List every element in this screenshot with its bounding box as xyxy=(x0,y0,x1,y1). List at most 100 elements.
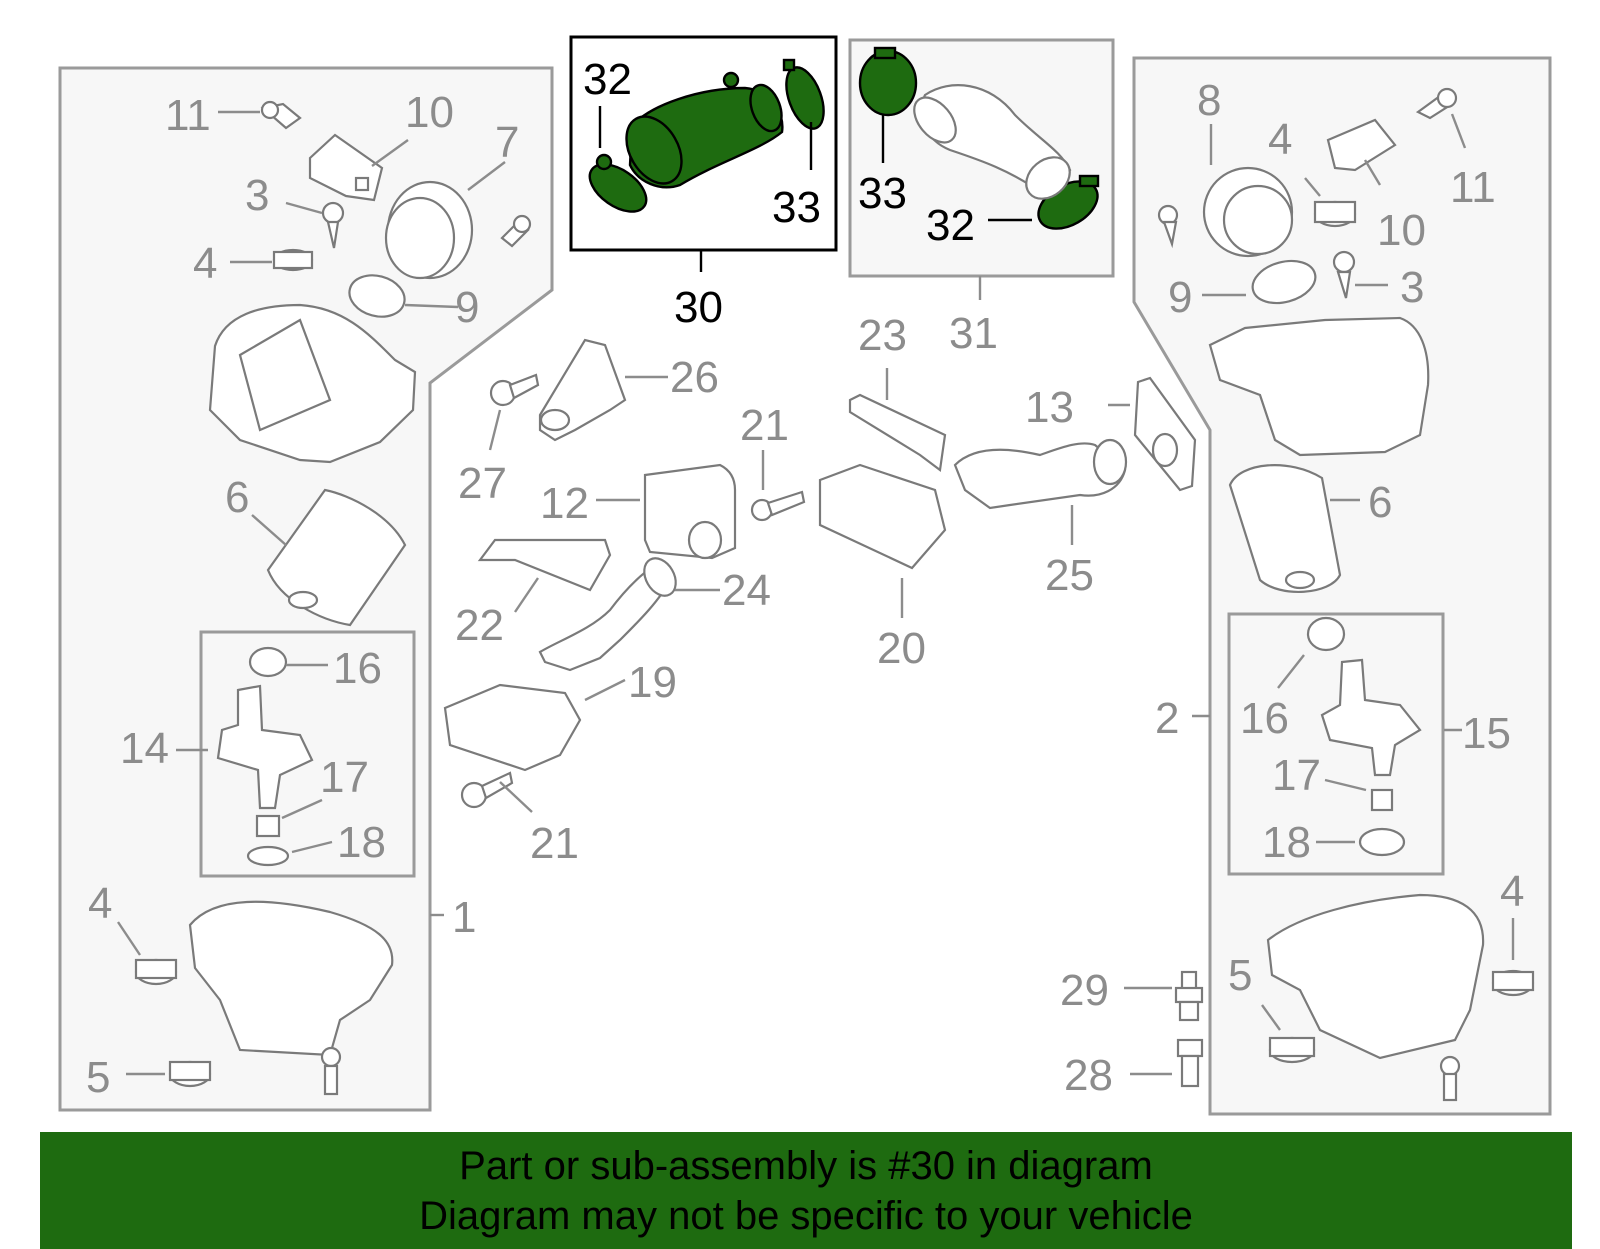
screw-3-left-icon xyxy=(321,201,345,249)
callout-2: 2 xyxy=(1155,694,1179,743)
callout-3-left: 3 xyxy=(245,171,269,220)
mass-airflow-8-icon xyxy=(1202,166,1294,258)
callout-10-left: 10 xyxy=(405,88,454,137)
banner-line-1: Part or sub-assembly is #30 in diagram xyxy=(459,1143,1153,1188)
hose-30-icon[interactable] xyxy=(615,71,787,193)
grommet-4-left-top-icon xyxy=(272,248,314,272)
airbox-lower-left-icon xyxy=(188,900,394,1057)
callout-17-right: 17 xyxy=(1272,751,1321,800)
cap-16-left-icon xyxy=(248,646,288,678)
grommet-5-right-icon xyxy=(1268,1036,1316,1064)
callout-17-left: 17 xyxy=(320,753,369,802)
screw-21-bottom-icon xyxy=(460,771,514,809)
screw-11-left-icon xyxy=(260,100,302,130)
screw-left-icon xyxy=(500,214,532,248)
grommet-5-left-icon xyxy=(168,1060,212,1088)
callout-29: 29 xyxy=(1060,966,1109,1015)
valve-14-icon xyxy=(216,684,314,810)
callout-28: 28 xyxy=(1064,1051,1113,1100)
callout-15: 15 xyxy=(1462,709,1511,758)
callout-21-bottom: 21 xyxy=(530,819,579,868)
callout-13: 13 xyxy=(1025,383,1074,432)
clamp-33-icon[interactable] xyxy=(779,58,831,134)
callout-16-right: 16 xyxy=(1240,694,1289,743)
callout-16-left: 16 xyxy=(333,644,382,693)
callout-1: 1 xyxy=(452,893,476,942)
callout-7: 7 xyxy=(495,118,519,167)
callout-32-box31: 32 xyxy=(926,201,975,250)
callout-4-left-top: 4 xyxy=(193,239,217,288)
callout-3-right: 3 xyxy=(1400,263,1424,312)
seal-13-icon xyxy=(1133,376,1197,492)
duct-25-icon xyxy=(953,438,1128,510)
airbox-cover-left-icon xyxy=(208,303,417,464)
screw-11-right-icon xyxy=(1415,87,1458,120)
callout-19: 19 xyxy=(628,658,677,707)
bolt-29-icon xyxy=(1174,970,1204,1022)
callout-33-box31: 33 xyxy=(858,169,907,218)
bracket-26-icon xyxy=(538,338,627,442)
info-banner: Part or sub-assembly is #30 in diagram D… xyxy=(40,1132,1572,1249)
oring-18-right-icon xyxy=(1358,827,1406,857)
grommet-4-right-bottom-icon xyxy=(1491,969,1535,997)
callout-22: 22 xyxy=(455,601,504,650)
screw-27-icon xyxy=(489,373,540,407)
filter-6-left-icon xyxy=(266,488,407,627)
banner-line-2: Diagram may not be specific to your vehi… xyxy=(419,1193,1193,1238)
airbox-lower-right-icon xyxy=(1266,893,1485,1060)
cap-16-right-icon xyxy=(1306,616,1346,652)
sensor-10-left-icon xyxy=(308,133,384,202)
callout-11-right: 11 xyxy=(1450,163,1496,212)
oring-18-left-icon xyxy=(246,845,290,867)
filter-6-right-icon xyxy=(1228,464,1342,593)
callout-24: 24 xyxy=(722,566,771,615)
bolt-right-icon xyxy=(1439,1055,1461,1102)
callout-33-highlighted: 33 xyxy=(772,183,821,232)
screw-right-icon xyxy=(1157,204,1179,249)
clamp-32-icon[interactable] xyxy=(581,153,654,221)
callout-14: 14 xyxy=(120,724,169,773)
callout-30: 30 xyxy=(674,283,723,332)
grommet-4-left-bottom-icon xyxy=(134,958,178,986)
screw-21-top-icon xyxy=(750,490,806,522)
callout-5-right: 5 xyxy=(1228,951,1252,1000)
callout-11-left: 11 xyxy=(165,91,211,140)
box-15 xyxy=(1227,612,1445,876)
bolt-left-icon xyxy=(320,1046,342,1096)
callout-labels: 32 33 30 33 32 31 11 10 7 3 4 9 6 16 14 … xyxy=(86,55,1524,1102)
callout-8: 8 xyxy=(1197,76,1221,125)
bushing-17-left-icon xyxy=(255,814,281,838)
mass-airflow-7-left-icon xyxy=(384,180,474,280)
screw-3-right-icon xyxy=(1332,250,1356,299)
callout-31: 31 xyxy=(949,309,998,358)
callout-27: 27 xyxy=(458,459,507,508)
deflector-22-icon xyxy=(477,538,612,592)
callout-21-top: 21 xyxy=(740,401,789,450)
valve-15-icon xyxy=(1320,658,1422,777)
callout-4-right-top: 4 xyxy=(1268,115,1292,164)
grommet-4-right-top-icon xyxy=(1313,200,1357,228)
duct-24-icon xyxy=(538,557,677,672)
callout-23: 23 xyxy=(858,311,907,360)
callout-18-right: 18 xyxy=(1262,818,1311,867)
callout-9-left: 9 xyxy=(455,283,479,332)
sensor-10-right-icon xyxy=(1326,118,1397,172)
clamp-33-box31-icon[interactable] xyxy=(858,46,918,117)
callout-10-right: 10 xyxy=(1377,206,1426,255)
bushing-17-right-icon xyxy=(1370,788,1394,812)
duct-20-icon xyxy=(818,463,947,570)
leader-lines xyxy=(117,106,1515,1076)
seal-23-icon xyxy=(848,393,947,472)
hose-31-icon[interactable] xyxy=(906,84,1078,207)
bolt-28-icon xyxy=(1176,1038,1204,1088)
seal-9-right-icon xyxy=(1251,259,1317,305)
callout-32-highlighted: 32 xyxy=(583,55,632,104)
callout-6-right: 6 xyxy=(1368,478,1392,527)
callout-25: 25 xyxy=(1045,551,1094,600)
airbox-cover-right-icon xyxy=(1208,316,1430,457)
callout-4-right-bottom: 4 xyxy=(1500,867,1524,916)
callout-5-left: 5 xyxy=(86,1053,110,1102)
callout-26: 26 xyxy=(670,353,719,402)
callout-6-left: 6 xyxy=(225,473,249,522)
